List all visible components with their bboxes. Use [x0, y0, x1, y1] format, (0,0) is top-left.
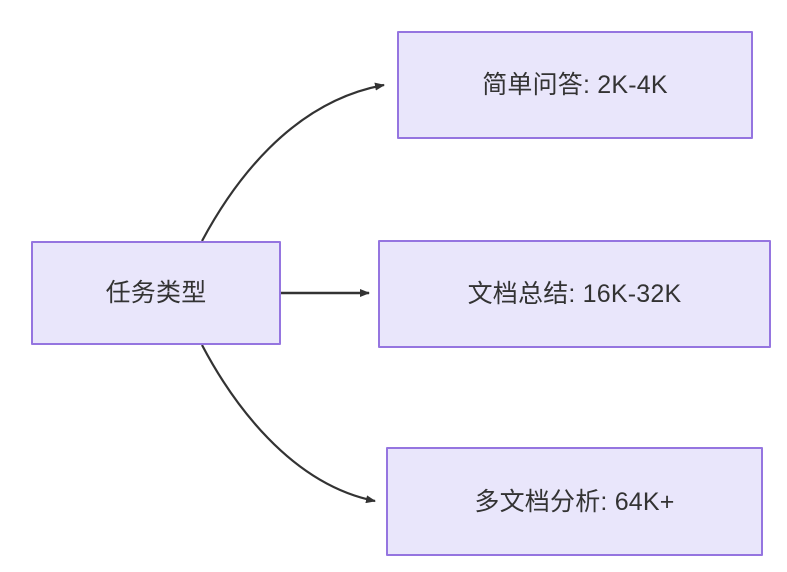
- node-simple-qa-label: 简单问答: 2K-4K: [482, 71, 668, 99]
- node-multi-doc-label: 多文档分析: 64K+: [474, 487, 675, 516]
- node-simple-qa[interactable]: 简单问答: 2K-4K: [397, 31, 753, 139]
- node-doc-summary-label: 文档总结: 16K-32K: [467, 280, 682, 308]
- edge-task-type-to-simple-qa: [201, 82, 385, 242]
- node-multi-doc[interactable]: 多文档分析: 64K+: [386, 447, 763, 556]
- node-task-type[interactable]: 任务类型: [31, 241, 281, 345]
- node-doc-summary[interactable]: 文档总结: 16K-32K: [378, 240, 771, 348]
- edge-task-type-to-multi-doc: [201, 344, 376, 504]
- node-task-type-label: 任务类型: [105, 279, 207, 307]
